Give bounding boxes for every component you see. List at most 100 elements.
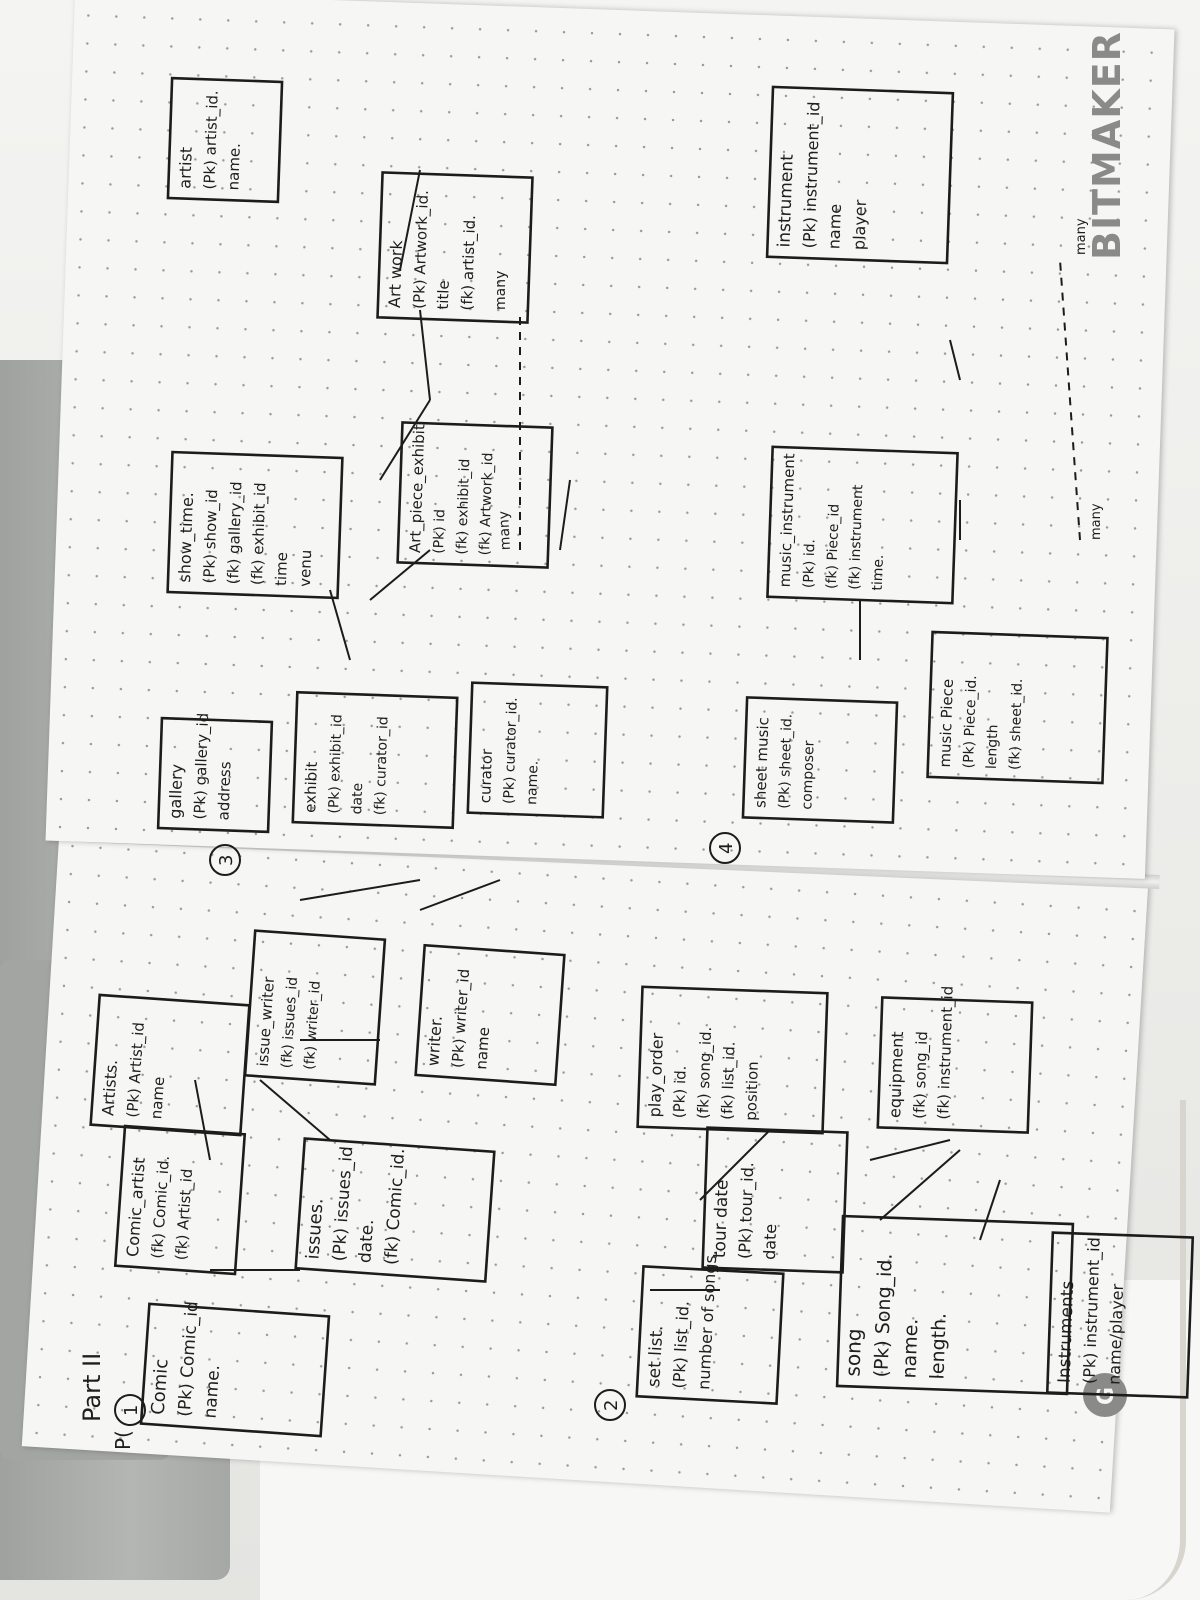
entity-field: address [214,761,234,821]
entity-field: (Pk) id. [670,1065,690,1118]
entity-field: (Pk) Comic_id [175,1300,203,1417]
entity-3-6: Art work(Pk) Artwork_id.title(fk) artist… [376,171,534,324]
entity-box [396,421,554,569]
entity-field: name. [898,1318,922,1379]
entity-field: (fk) exhibit_id [454,458,473,554]
entity-field: (fk) Comic_id. [148,1155,174,1259]
entity-1-5: issue_writer(fk) issues_id(fk) writer_id [243,929,387,1086]
entity-field: (Pk) writer_id [448,968,474,1068]
svg-text:2: 2 [601,1400,622,1411]
entity-box [741,696,899,824]
entity-field: (Pk) artist_id. [200,90,222,190]
entity-field: (Pk) gallery_id [190,713,213,820]
entity-field: date. [355,1219,378,1264]
entity-field: (fk) instrument [847,484,867,590]
entity-field: number of songs. [694,1250,720,1391]
entity-field: (Pk) exhibit_id [326,714,345,814]
entity-field: (Pk) id [431,509,449,554]
entity-field: (fk) writer_id [302,980,324,1070]
part-heading: Part II [78,1353,106,1422]
entity-field: name [472,1026,493,1070]
entity-field: name. [524,760,542,805]
brand-logo: BITMAKER [1085,31,1129,260]
entity-title: Comic [148,1358,173,1415]
entity-title: Art work [385,239,406,308]
entity-box [139,1302,331,1438]
entity-2-6: Instruments(Pk) instrument_id.name/playe… [1045,1231,1195,1399]
entity-field: (fk) curator_id [372,716,391,815]
entity-box [166,450,344,600]
entity-field: (fk) Comic_id. [381,1148,409,1266]
entity-field: (fk) song_id. [694,1026,716,1119]
svg-text:1: 1 [121,1405,142,1416]
entity-box [376,171,534,324]
entity-field: (fk) sheet_id. [1007,678,1026,770]
label-many-4: many [1074,218,1089,255]
entity-box [156,716,274,834]
entity-field: name. [201,1364,225,1419]
entity-field: name [147,1076,168,1120]
entity-title: music Piece [936,679,957,768]
entity-field: (fk) Artist_id [172,1168,197,1261]
entity-box [243,929,387,1086]
entity-field: (fk) issues_id [279,976,301,1068]
entity-field: (Pk) issues_id [329,1146,357,1262]
entity-4-4: music Piece(Pk) Piece_id.length(fk) shee… [926,630,1109,785]
entity-field: (Pk) tour_id. [735,1162,758,1260]
entity-title: issue_writer [254,975,279,1067]
entity-3-3: artist(Pk) artist_id.name. [166,76,284,204]
entity-title: set list. [644,1325,667,1388]
entity-field: length. [926,1312,950,1379]
entity-field: (fk) artist_id. [458,215,480,311]
brand-badge-letter: G [1094,1387,1119,1405]
entity-title: writer. [423,1015,445,1067]
entity-field: time [272,552,291,586]
entity-box [766,445,959,605]
entity-box [414,943,566,1087]
entity-title: exhibit [301,761,321,813]
entity-field: composer [799,740,817,810]
entity-box [291,690,459,830]
entity-box [466,681,609,819]
entity-title: instrument [774,154,797,248]
entity-title: play_order [645,1032,668,1118]
entity-field: (fk) list_id. [718,1041,740,1120]
entity-field: name/player [1105,1283,1128,1385]
entity-4-2: music_instrument(Pk) id.(fk) Piece_id(fk… [766,445,959,605]
label-many-1: many [496,510,514,550]
section-3-number: 3 [209,844,241,876]
entity-box [166,76,284,204]
entity-field: (Pk) id. [801,539,819,589]
entity-box [636,985,829,1135]
entity-title: gallery [165,764,186,819]
entity-1-2: Comic_artist(fk) Comic_id.(fk) Artist_id [113,1124,247,1276]
entity-title: Comic_artist [123,1157,150,1258]
entity-title: Art_piece_exhibit [406,424,429,553]
entity-4-1: sheet music(Pk) sheet_id.composer [741,696,899,824]
entity-field: (Pk) Artwork_id. [410,190,433,309]
entity-2-4: song(Pk) Song_id.name.length. [835,1214,1075,1396]
cable [1120,1100,1186,1600]
entity-box [635,1265,785,1405]
relationship-lines [194,169,1081,1291]
entity-field: (Pk) instrument_id. [1080,1232,1105,1385]
entity-field: name. [224,143,244,191]
entity-field: time. [870,554,887,591]
entity-title: Instruments [1055,1280,1079,1383]
section-2-number: 2 [594,1389,626,1421]
entity-field: (fk) instrument_id [934,985,958,1119]
entity-field: (Pk) Piece_id. [961,675,980,769]
label-many-3: many [1089,503,1104,540]
entity-field: (Pk) Artist_id [123,1022,149,1119]
entity-boxes: Comic(Pk) Comic_idname.Comic_artist(fk) … [89,76,1195,1438]
entity-field: position [742,1061,762,1121]
entity-2-2: tour date(Pk) tour_id.date [701,1126,849,1274]
entity-title: sheet music [751,717,772,808]
